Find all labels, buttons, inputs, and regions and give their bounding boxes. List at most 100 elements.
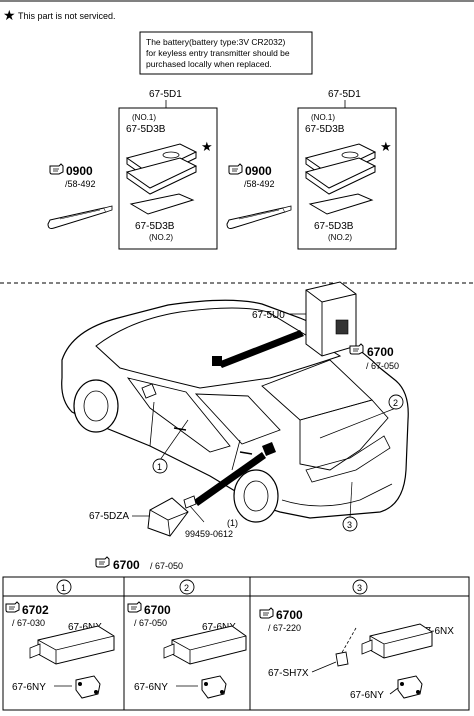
antenna-bracket [397, 675, 423, 699]
cell-part-c[interactable]: 67-SH7X [268, 668, 309, 679]
star-icon: ★ [3, 7, 16, 23]
ref-page-sub[interactable]: /58-492 [244, 179, 275, 189]
antenna-bracket [75, 675, 101, 699]
module-ref-sub[interactable]: / 67-050 [366, 361, 399, 371]
not-serviced-note: This part is not serviced. [18, 11, 116, 21]
cell-ref-sub[interactable]: / 67-050 [134, 618, 167, 628]
vehicle-roof [95, 307, 342, 389]
callout-3-label: 3 [347, 520, 352, 530]
battery-note-line1: The battery(battery type:3V CR2032) [146, 37, 286, 47]
harness-line [339, 627, 357, 657]
module-connector [335, 319, 349, 335]
module-location-mark [212, 356, 222, 366]
transmitter-part-label[interactable]: 67-5D1 [328, 89, 361, 100]
reference-hand-icon [127, 601, 142, 613]
bottom-ref-sub[interactable]: / 67-050 [150, 561, 183, 571]
base-no-label: (NO.2) [328, 233, 352, 242]
cell-part-a[interactable]: 67-6NX [202, 622, 236, 633]
tail-lamp [305, 435, 391, 483]
rear-door-handle [239, 451, 253, 455]
antenna-unit [147, 497, 189, 537]
callout-2-label: 2 [393, 398, 398, 408]
cell-ref-main[interactable]: 6700 [276, 608, 303, 622]
transmitter-group-left: 67-5D1 (NO.1) 67-5D3B ★ 67-5D3B (NO.2) 0… [47, 89, 218, 250]
bolt-qty-label: (1) [227, 518, 238, 528]
cover-part-label[interactable]: 67-5D3B [126, 124, 166, 135]
key-fob-battery-plate [129, 193, 195, 215]
key-fob-logo [341, 151, 359, 159]
module-location-pointer [218, 330, 304, 368]
svg-text:2: 2 [184, 583, 189, 593]
svg-text:1: 1 [61, 583, 66, 593]
table-cell-1: 6702 / 67-030 67-6NX 67-6NY [5, 601, 115, 699]
front-door-window [126, 377, 231, 453]
callout-circle-1[interactable] [152, 458, 168, 474]
transmitter-group-right: 67-5D1 (NO.1) 67-5D3B ★ 67-5D3B (NO.2) 0… [226, 89, 397, 250]
table-cell-3: 6700 / 67-220 67-6NX 67-SH7X 67-6NY [259, 607, 454, 701]
cell-ref-sub[interactable]: / 67-030 [12, 618, 45, 628]
battery-note-line2: for keyless entry transmitter should be [146, 48, 290, 58]
reference-hand-icon [49, 163, 64, 175]
key-fob-logo [162, 151, 180, 159]
star-icon: ★ [380, 139, 392, 154]
star-icon: ★ [201, 139, 213, 154]
transmitter-box [118, 107, 218, 250]
reference-hand-icon [95, 556, 110, 568]
antenna-location-mark [262, 442, 276, 456]
callout-circle-2[interactable] [388, 394, 404, 410]
base-part-label[interactable]: 67-5D3B [314, 221, 354, 232]
mechanical-key [226, 207, 286, 229]
base-no-label: (NO.2) [149, 233, 173, 242]
antenna-part-label[interactable]: 67-5DZA [89, 511, 129, 522]
antenna-location-pointer [194, 452, 266, 506]
battery-note-box [139, 31, 313, 75]
ref-page-main[interactable]: 0900 [66, 164, 93, 178]
bottom-ref-main[interactable]: 6700 [113, 558, 140, 572]
door-seams [149, 401, 241, 471]
reference-hand-icon [259, 607, 274, 619]
module-part-label[interactable]: 67-5U0 [252, 310, 285, 321]
battery-note-line3: purchased locally when replaced. [146, 59, 272, 69]
ref-page-main[interactable]: 0900 [245, 164, 272, 178]
cover-no-label: (NO.1) [311, 113, 335, 122]
module-ref-main[interactable]: 6700 [367, 345, 394, 359]
table-header-2 [179, 579, 195, 595]
cell-part-b[interactable]: 67-6NY [134, 682, 168, 693]
bolt-icon [183, 495, 197, 509]
cell-part-a[interactable]: 67-6NX [420, 626, 454, 637]
cell-part-b[interactable]: 67-6NY [12, 682, 46, 693]
base-part-label[interactable]: 67-5D3B [135, 221, 175, 232]
rear-door-window [194, 393, 281, 445]
cell-part-b[interactable]: 67-6NY [350, 690, 384, 701]
table-cell-2: 6700 / 67-050 67-6NX 67-6NY [127, 601, 247, 699]
reference-hand-icon [349, 343, 364, 355]
reference-hand-icon [5, 601, 20, 613]
callout-1-label: 1 [157, 462, 162, 472]
table-frame [2, 576, 470, 711]
front-door-handle [173, 427, 187, 431]
harness-connector [335, 651, 349, 667]
antenna-table: 1 2 3 6702 / 67-030 67-6NX 67-6NY 6700 /… [2, 576, 470, 711]
transmitter-box [297, 107, 397, 250]
table-header-3 [352, 579, 368, 595]
vehicle-section: 67-5U0 6700 / 67-050 67-5DZA (1) 99459-0… [61, 281, 409, 572]
reference-hand-icon [228, 163, 243, 175]
cover-part-label[interactable]: 67-5D3B [305, 124, 345, 135]
cell-ref-sub[interactable]: / 67-220 [268, 623, 301, 633]
svg-text:3: 3 [357, 583, 362, 593]
front-wheel [73, 379, 119, 433]
antenna-bracket [201, 675, 227, 699]
keyless-module [305, 281, 357, 357]
ref-page-sub[interactable]: /58-492 [65, 179, 96, 189]
mechanical-key [47, 207, 107, 229]
bolt-part-label[interactable]: 99459-0612 [185, 529, 233, 539]
transmitter-part-label[interactable]: 67-5D1 [149, 89, 182, 100]
cover-no-label: (NO.1) [132, 113, 156, 122]
side-mirror [141, 383, 157, 399]
cell-part-a[interactable]: 67-6NX [68, 622, 102, 633]
callout-circle-3[interactable] [342, 516, 358, 532]
trunk-lid [299, 399, 389, 471]
cell-ref-main[interactable]: 6702 [22, 603, 49, 617]
cell-ref-main[interactable]: 6700 [144, 603, 171, 617]
